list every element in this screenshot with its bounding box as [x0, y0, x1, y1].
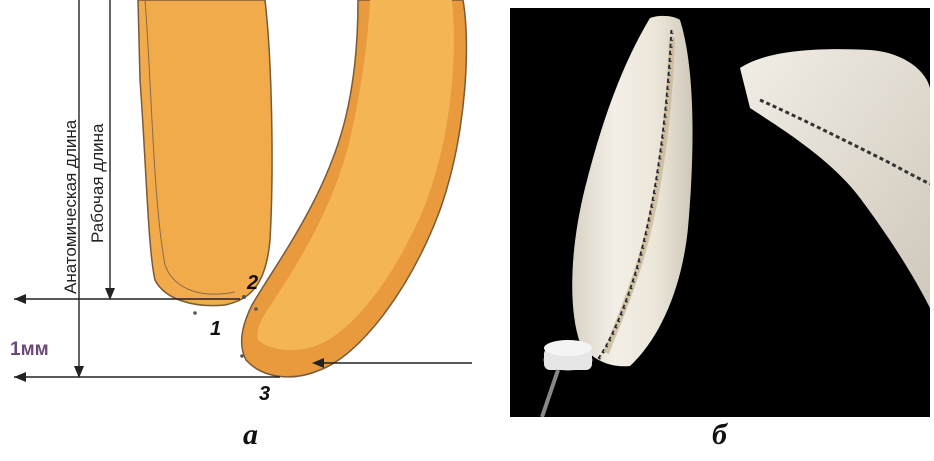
- schematic-panel: Анатомическая длина Рабочая длина 1мм 2 …: [0, 0, 500, 415]
- anatomical-arrowhead: [74, 366, 84, 378]
- apex-ref-arrowhead: [14, 372, 26, 382]
- one-mm-label: 1мм: [10, 339, 49, 361]
- caption-b: б: [712, 418, 727, 452]
- tooth-photo: [510, 8, 930, 417]
- point-dot-1a: [193, 311, 197, 315]
- rubber-stopper-top: [544, 340, 592, 356]
- working-length-label: Рабочая длина: [88, 124, 108, 243]
- point-label-1: 1: [210, 318, 221, 341]
- tooth-photo-panel: [510, 8, 930, 417]
- caption-a: а: [243, 418, 258, 452]
- anatomical-length-label: Анатомическая длина: [61, 120, 81, 294]
- left-root-shape: [138, 0, 272, 306]
- point-dot-3: [240, 354, 244, 358]
- point-label-2: 2: [247, 272, 258, 295]
- working-ref-arrowhead: [14, 294, 26, 304]
- point-dot-1b: [254, 307, 258, 311]
- point-label-3: 3: [259, 383, 270, 406]
- working-arrowhead: [105, 288, 115, 300]
- point-dot-2: [242, 295, 246, 299]
